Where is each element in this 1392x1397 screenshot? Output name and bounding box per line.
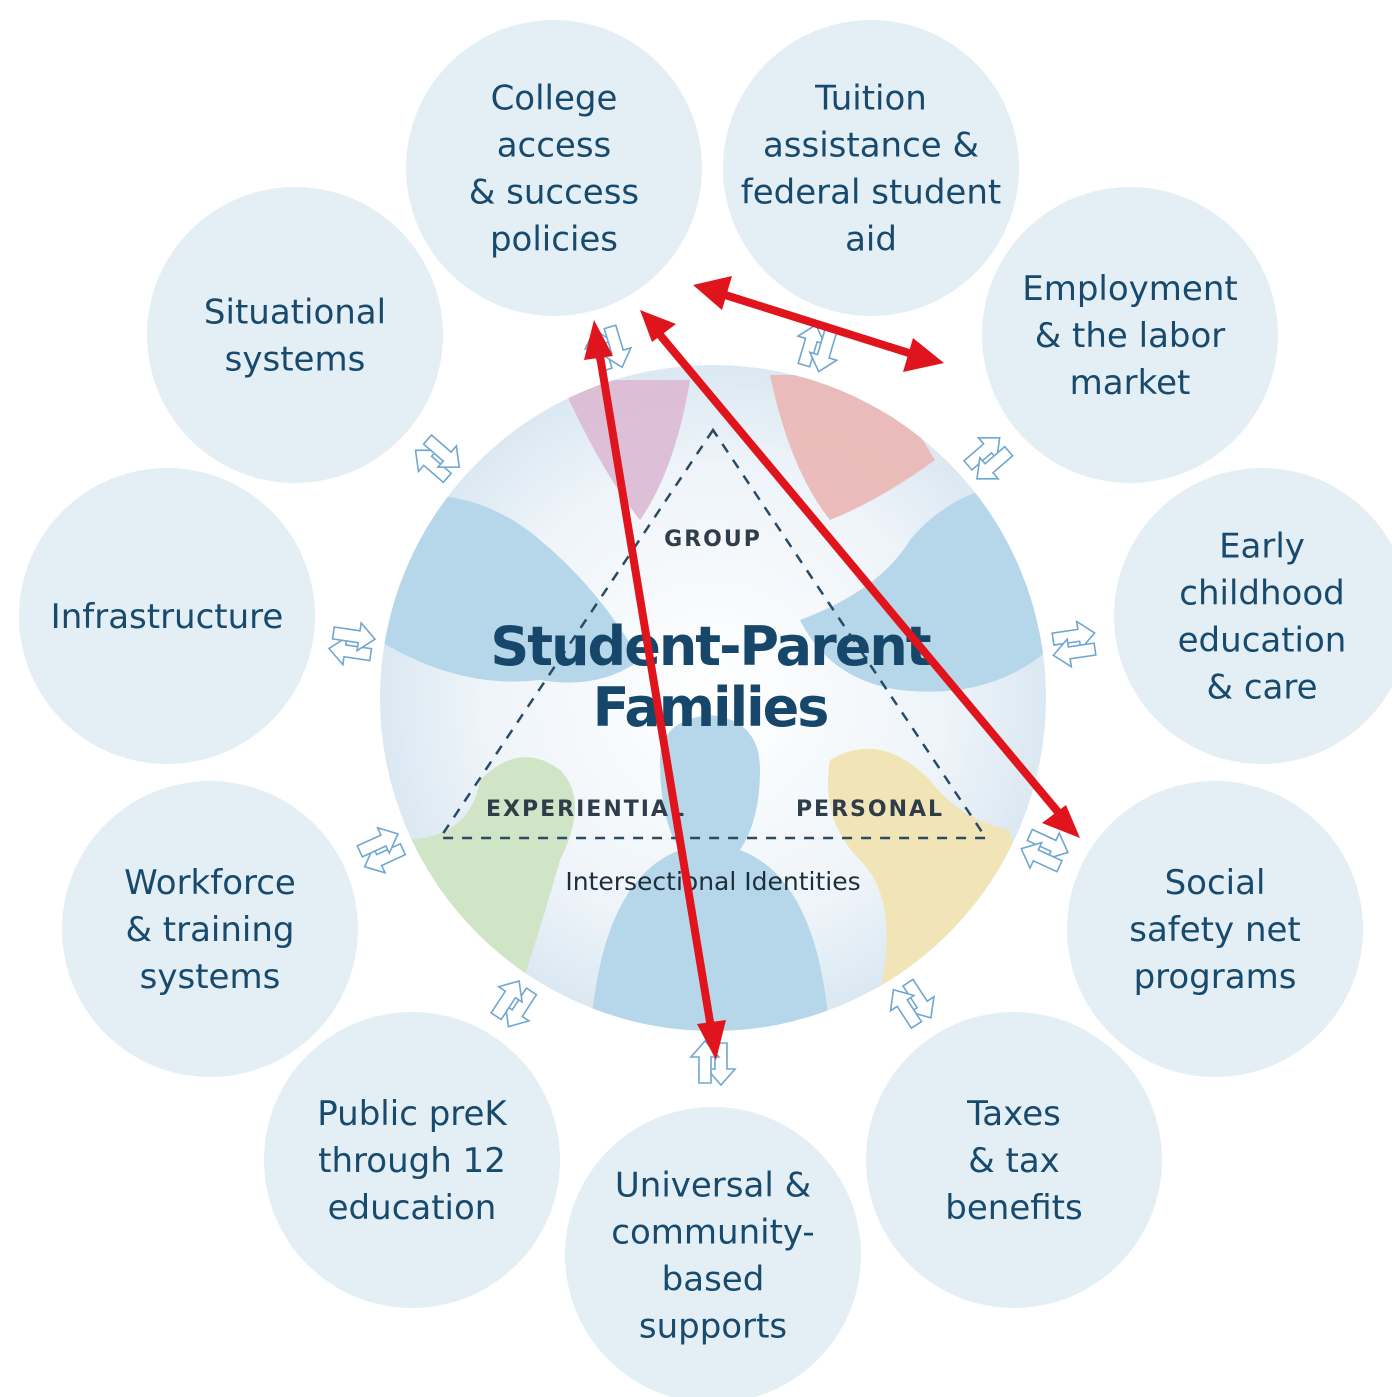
label-line: Workforce xyxy=(124,863,296,903)
system-labels: College access & success policies Tuition ass… xyxy=(51,79,1347,1347)
label-group: GROUP xyxy=(664,527,762,552)
circle-employment xyxy=(982,187,1278,483)
double-arrow-icon xyxy=(1020,828,1070,873)
label-line: Tuition xyxy=(814,79,927,119)
double-arrow-icon xyxy=(796,323,839,373)
red-arrow-college-to-safety-net xyxy=(640,310,1080,838)
label-line: & care xyxy=(1207,668,1318,708)
intersectional-identities-label: Intersectional Identities xyxy=(565,867,860,896)
system-circles xyxy=(19,20,1392,1397)
circle-public-prek xyxy=(264,1012,560,1308)
label-line: Public preK xyxy=(317,1094,508,1134)
label-line: education xyxy=(328,1188,497,1228)
label-line: Taxes xyxy=(966,1094,1061,1134)
center-title-line1: Student-Parent xyxy=(490,615,930,678)
label-early-childhood: Early childhood education & care xyxy=(1178,527,1347,708)
label-line: aid xyxy=(845,220,897,260)
circle-situational xyxy=(147,187,443,483)
double-arrow-icon xyxy=(1051,619,1097,669)
label-line: market xyxy=(1070,363,1191,403)
label-line: programs xyxy=(1134,957,1297,997)
label-line: education xyxy=(1178,621,1347,661)
double-arrow-icon xyxy=(414,433,461,484)
label-personal: PERSONAL xyxy=(796,797,944,822)
label-line: Situational xyxy=(204,293,386,333)
label-line: Employment xyxy=(1022,269,1237,309)
label-public-prek: Public preK through 12 education xyxy=(317,1094,508,1228)
double-arrow-icon xyxy=(490,979,538,1028)
double-arrow-icon xyxy=(327,621,377,667)
label-line: College xyxy=(491,79,618,119)
label-line: access xyxy=(497,126,612,166)
label-line: systems xyxy=(140,957,281,997)
circle-workforce xyxy=(62,781,358,1077)
label-line: supports xyxy=(639,1307,787,1347)
label-universal-community: Universal & community-based supports xyxy=(611,1166,814,1347)
circle-infrastructure xyxy=(19,468,315,764)
label-line: Early xyxy=(1219,527,1305,567)
circle-social-safety-net xyxy=(1067,781,1363,1077)
label-experiential: EXPERIENTIAL xyxy=(486,797,686,822)
label-line: Infrastructure xyxy=(51,597,284,637)
circle-tuition-assistance xyxy=(723,20,1019,316)
label-line: Universal & xyxy=(615,1166,811,1206)
label-tuition-assistance: Tuition assistance & federal student aid xyxy=(741,79,1001,260)
label-line: through 12 xyxy=(318,1141,506,1181)
label-line: & success xyxy=(469,173,639,213)
red-annotation-arrows xyxy=(584,276,1080,1060)
label-line: assistance & xyxy=(763,126,979,166)
label-line: safety net xyxy=(1129,910,1301,950)
circle-early-childhood xyxy=(1114,468,1392,764)
label-situational: Situational systems xyxy=(204,293,386,380)
label-line: benefits xyxy=(945,1188,1082,1228)
circle-taxes xyxy=(866,1012,1162,1308)
circle-universal-community xyxy=(565,1107,861,1397)
label-line: & tax xyxy=(968,1141,1060,1181)
label-line: policies xyxy=(490,220,618,260)
label-social-safety-net: Social safety net programs xyxy=(1129,863,1301,997)
label-workforce: Workforce & training systems xyxy=(124,863,296,997)
label-line: Social xyxy=(1165,863,1266,903)
identity-triangle xyxy=(437,427,989,840)
label-line: community- xyxy=(611,1213,814,1253)
label-line: federal student xyxy=(741,173,1001,213)
center-circle: GROUP EXPERIENTIAL PERSONAL Student-Pare… xyxy=(380,365,1046,1031)
label-line: based xyxy=(662,1260,765,1300)
red-arrow-college-to-universal xyxy=(584,320,726,1060)
label-line: & the labor xyxy=(1035,316,1226,356)
center-title-line2: Families xyxy=(593,676,828,739)
label-employment: Employment & the labor market xyxy=(1022,269,1237,403)
label-infrastructure: Infrastructure xyxy=(51,597,284,637)
double-arrow-icon xyxy=(356,826,407,875)
label-line: & training xyxy=(125,910,294,950)
label-college-access: College access & success policies xyxy=(469,79,639,260)
red-arrow-college-to-employment xyxy=(693,276,944,372)
label-line: systems xyxy=(225,340,366,380)
double-arrow-icon xyxy=(889,978,935,1030)
double-arrow-icon xyxy=(962,436,1014,480)
label-line: childhood xyxy=(1179,574,1344,614)
circle-college-access xyxy=(406,20,702,316)
label-taxes: Taxes & tax benefits xyxy=(945,1094,1082,1228)
